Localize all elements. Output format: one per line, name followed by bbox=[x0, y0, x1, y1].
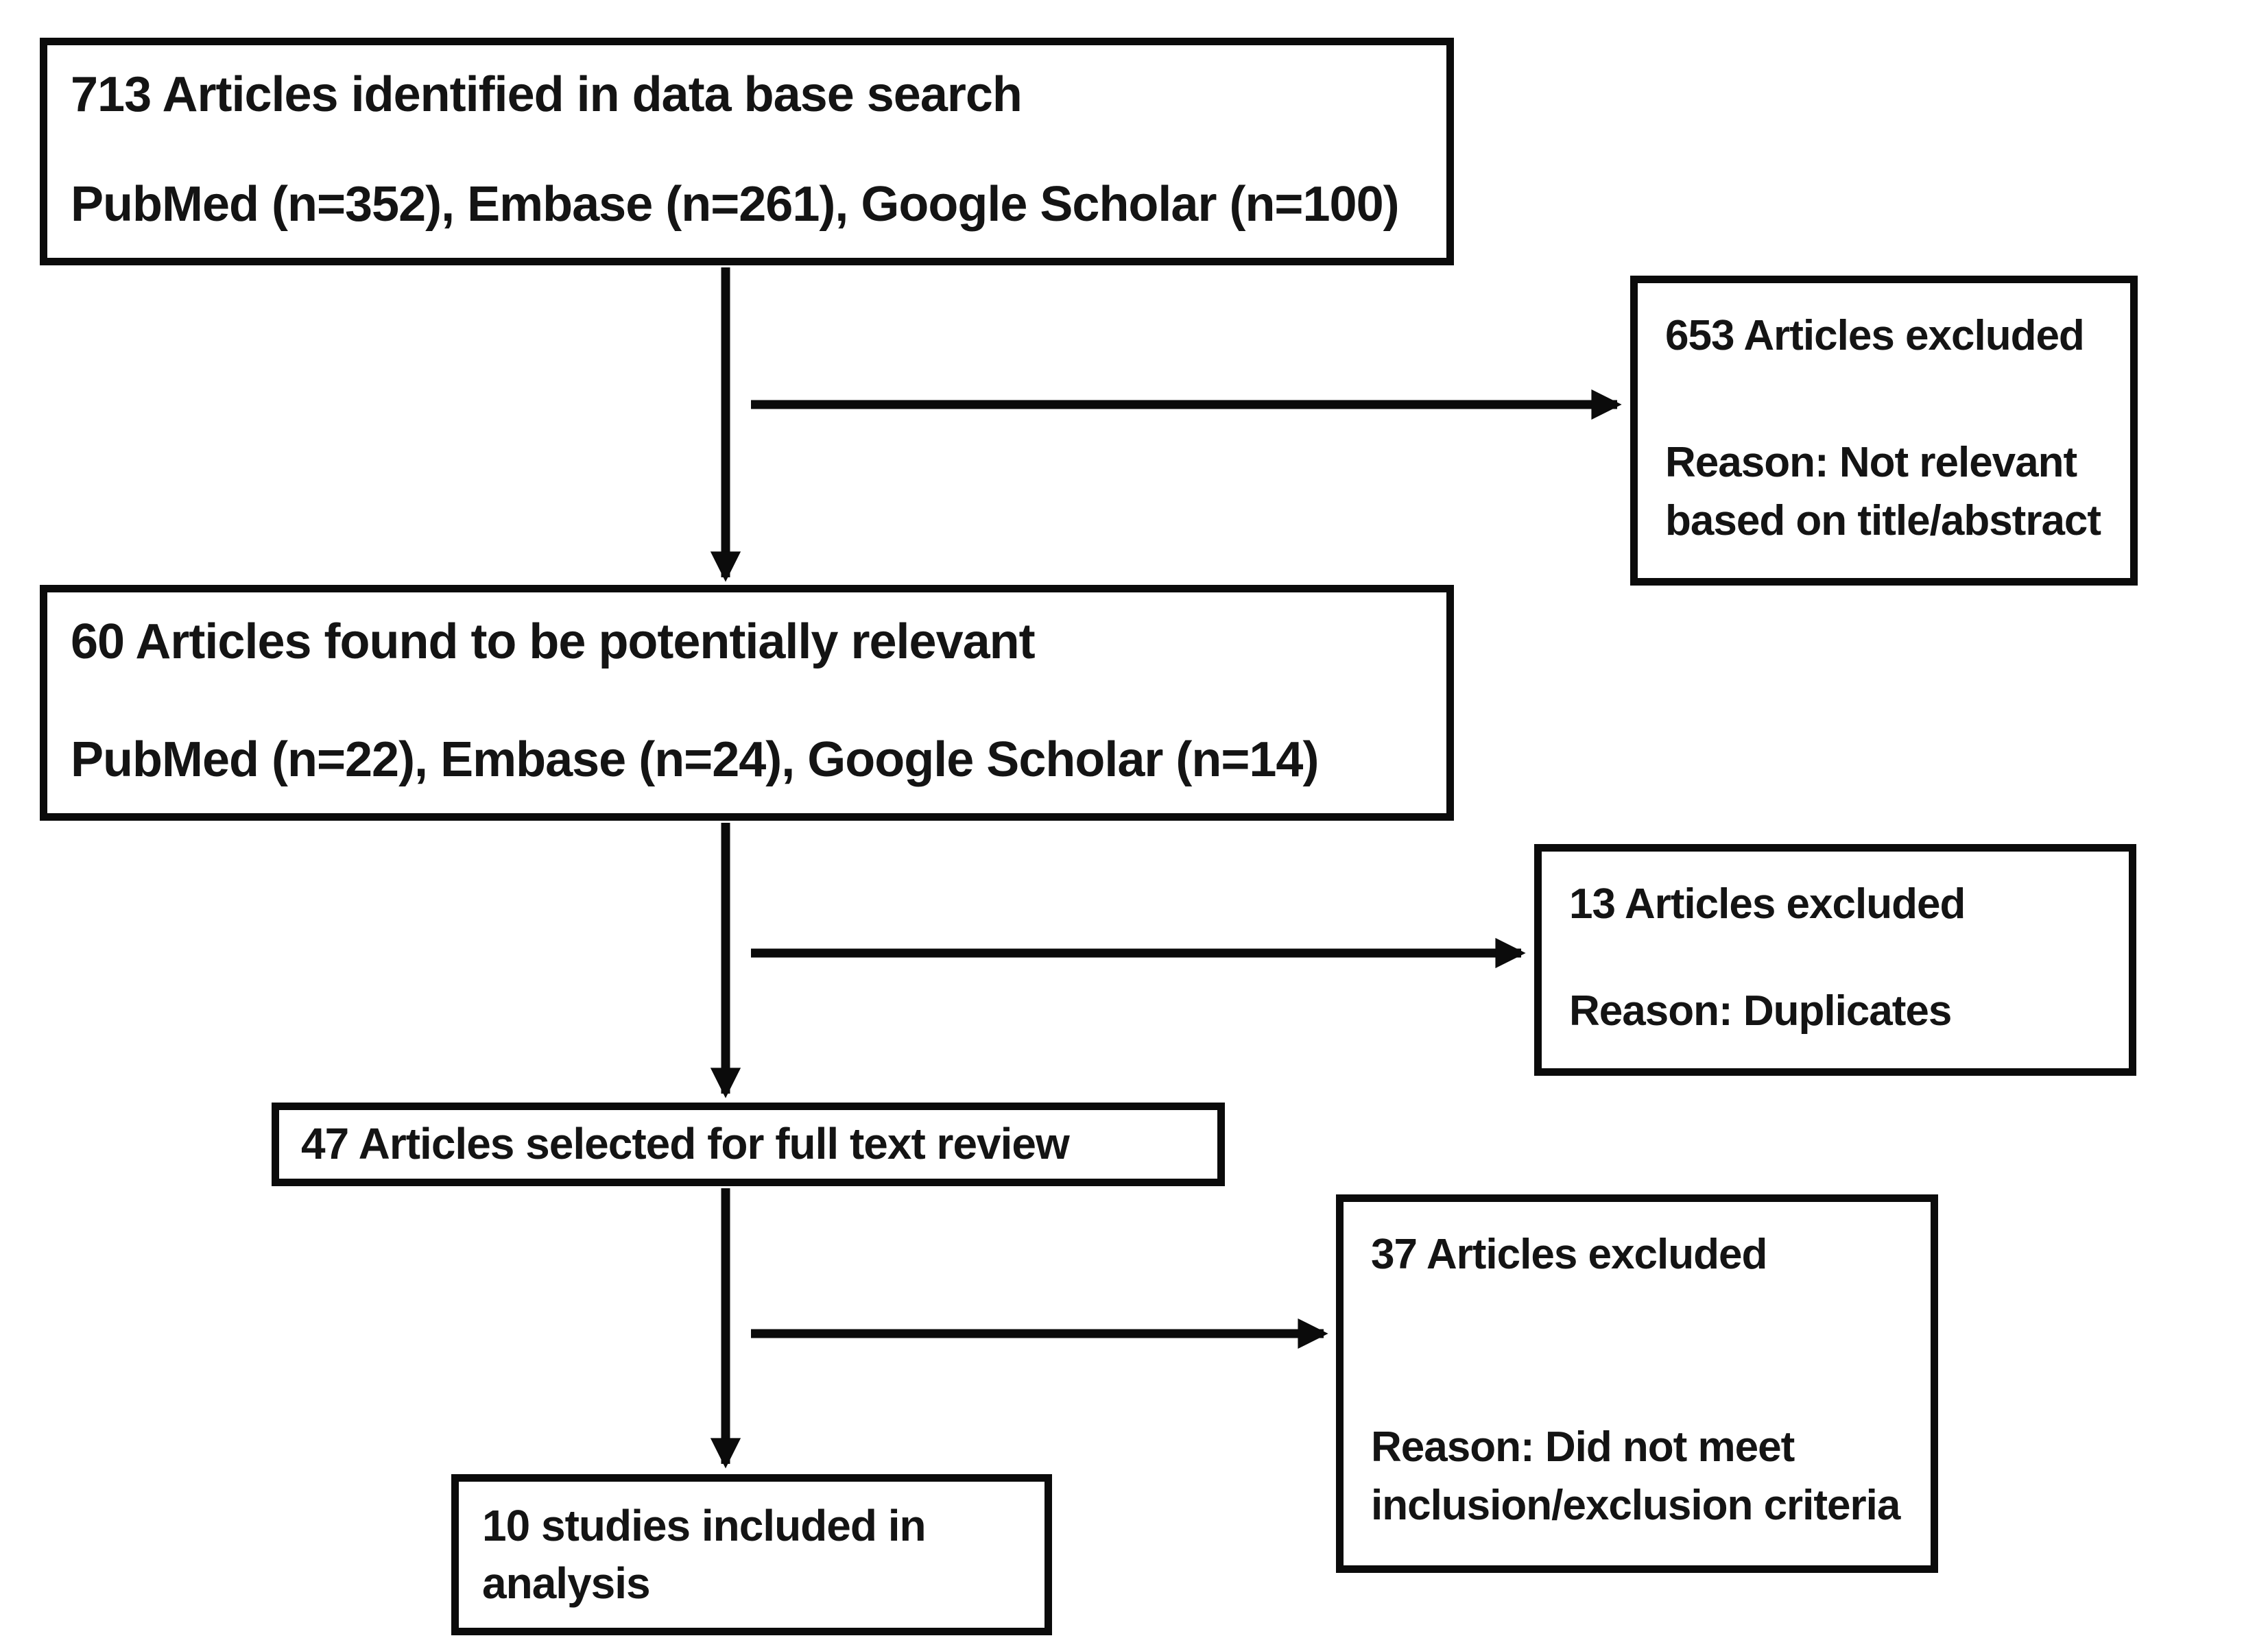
identified-sources: PubMed (n=352), Embase (n=261), Google S… bbox=[71, 177, 1400, 232]
full-text-review-title: 47 Articles selected for full text revie… bbox=[301, 1119, 1070, 1169]
excluded-duplicates-reason: Reason: Duplicates bbox=[1569, 987, 1952, 1035]
excluded-duplicates-count: 13 Articles excluded bbox=[1569, 880, 1966, 928]
included-in-analysis-title: 10 studies included in analysis bbox=[482, 1501, 938, 1608]
relevant-title: 60 Articles found to be potentially rele… bbox=[71, 614, 1036, 669]
identified-title: 713 Articles identified in data base sea… bbox=[71, 67, 1023, 122]
box-articles-identified: 713 Articles identified in data base sea… bbox=[40, 38, 1454, 265]
excluded-title-abstract-reason: Reason: Not relevant based on title/abst… bbox=[1665, 438, 2101, 545]
box-excluded-duplicates: 13 Articles excluded Reason: Duplicates bbox=[1534, 844, 2136, 1076]
excluded-criteria-count: 37 Articles excluded bbox=[1371, 1231, 1767, 1278]
box-included-in-analysis: 10 studies included in analysis bbox=[451, 1474, 1052, 1635]
excluded-title-abstract-count: 653 Articles excluded bbox=[1665, 312, 2085, 359]
box-excluded-title-abstract: 653 Articles excluded Reason: Not releva… bbox=[1630, 276, 2138, 586]
box-full-text-review: 47 Articles selected for full text revie… bbox=[272, 1103, 1225, 1186]
excluded-criteria-reason: Reason: Did not meet inclusion/exclusion… bbox=[1371, 1423, 1900, 1530]
box-potentially-relevant: 60 Articles found to be potentially rele… bbox=[40, 585, 1454, 821]
box-excluded-criteria: 37 Articles excluded Reason: Did not mee… bbox=[1336, 1194, 1938, 1573]
relevant-sources: PubMed (n=22), Embase (n=24), Google Sch… bbox=[71, 732, 1319, 788]
